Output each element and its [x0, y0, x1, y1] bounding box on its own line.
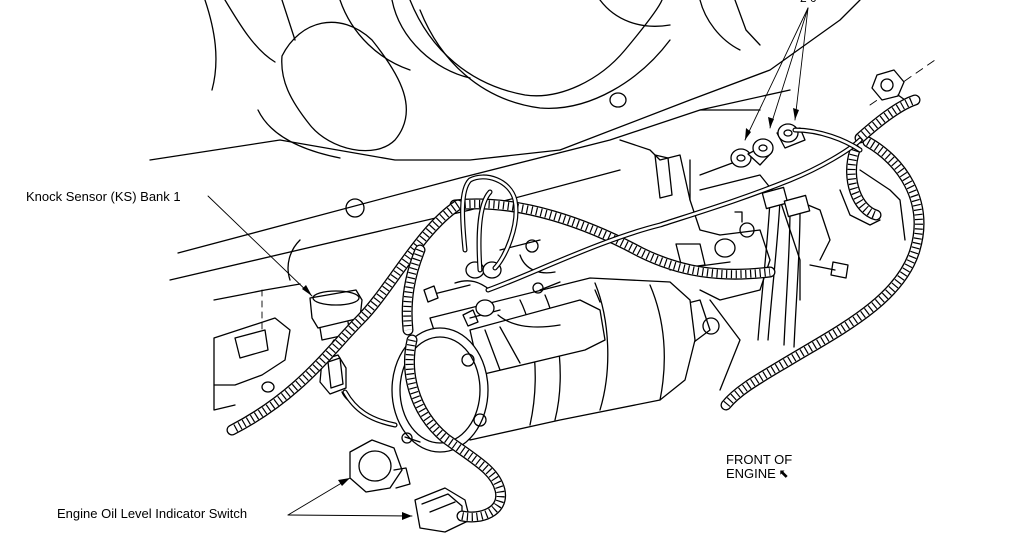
- oil-level-switch: [349, 439, 471, 533]
- engine-block: [149, 0, 936, 411]
- cutoff-label: 2 0: [800, 0, 1011, 5]
- leader-arrowheads: [302, 108, 799, 520]
- front-of-engine-line1: FRONT OF: [726, 452, 793, 467]
- arrow-icon: ⬆: [775, 465, 793, 483]
- thin-wires: [287, 127, 863, 428]
- starter-motor: [391, 239, 696, 453]
- knock-sensor: [309, 289, 363, 411]
- oil-level-switch-label: Engine Oil Level Indicator Switch: [57, 506, 248, 521]
- front-of-engine-text: ENGINE: [726, 465, 776, 481]
- transmission-area: [619, 139, 906, 391]
- leader-lines: [207, 7, 809, 517]
- front-of-engine-line2: ENGINE ⬆: [726, 465, 793, 483]
- cutoff-text: 2 0: [800, 0, 817, 5]
- terminal-nuts: [423, 69, 906, 328]
- knock-sensor-label: Knock Sensor (KS) Bank 1: [26, 189, 181, 204]
- front-of-engine-label: FRONT OF ENGINE ⬆: [726, 452, 793, 483]
- cooler-lines: [757, 186, 849, 348]
- wiring-harnesses: [226, 94, 925, 523]
